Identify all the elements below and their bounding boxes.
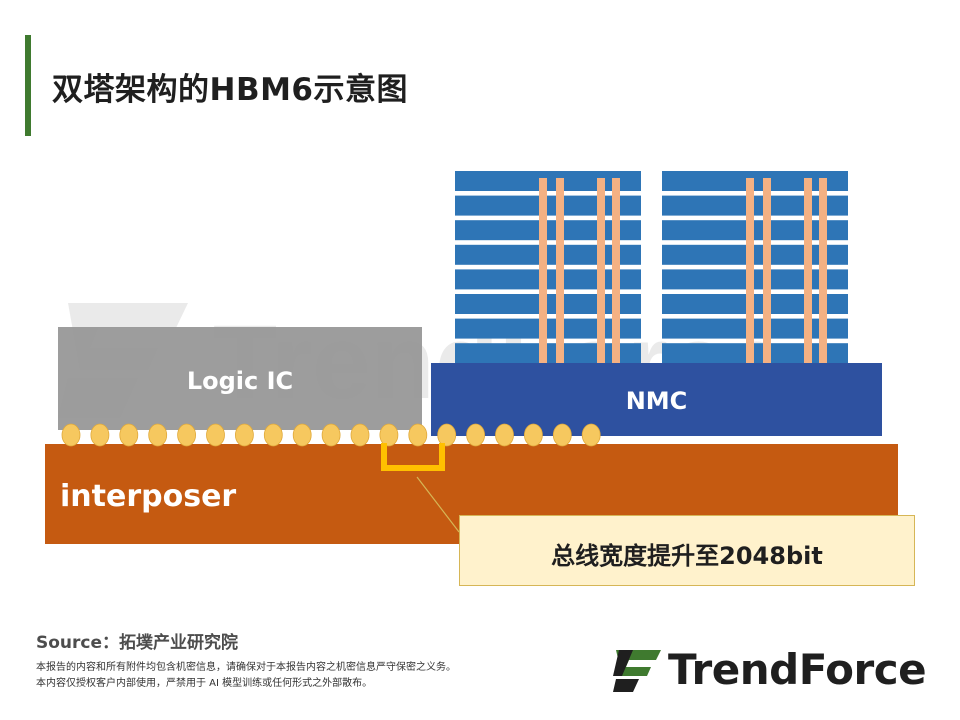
dram-layer [662,269,848,290]
micro-bump [379,423,399,447]
tsv-via [763,178,771,366]
source-separator: ： [102,633,120,653]
dram-layer [662,294,848,314]
dram-layer [662,195,848,216]
bus-width-callout-label: 总线宽度提升至2048bit [551,542,823,570]
dram-layer [455,244,641,265]
micro-bump [524,423,543,447]
micro-bump [177,423,197,447]
disclaimer-line-2: 本内容仅授权客户内部使用，严禁用于 AI 模型训练或任何形式之外部散布。 [36,678,373,689]
interposer-label: interposer [60,479,237,514]
trendforce-logo-icon [613,650,661,692]
dram-layer [662,244,848,265]
dram-layer [455,294,641,314]
micro-bump [408,423,428,447]
micro-bump [263,423,283,447]
dram-layer [455,269,641,290]
tsv-via [612,178,620,366]
page-title: 双塔架构的HBM6示意图 [52,72,408,108]
micro-bump [350,423,370,447]
micro-bump [234,423,254,447]
tsv-via [556,178,564,366]
micro-bump [466,423,486,447]
tsv-via [746,178,754,366]
micro-bump [90,423,110,447]
micro-bump [61,423,81,447]
tsv-via [539,178,547,366]
bus-width-highlight [381,443,445,471]
micro-bump [552,423,572,447]
dram-layer [455,318,641,339]
micro-bump [437,423,457,447]
dram-layer [455,171,641,191]
micro-bump [206,423,225,447]
source-line: Source：拓墣产业研究院 [36,628,238,653]
micro-bump [292,423,312,447]
dram-layer [662,318,848,339]
tsv-via [597,178,605,366]
title-accent-bar [25,35,31,136]
tsv-via [804,178,812,366]
dram-layer [455,343,641,364]
source-label: Source [36,633,103,653]
micro-bump [581,423,601,447]
source-value: 拓墣产业研究院 [119,633,239,653]
micro-bump [119,423,139,447]
logic-ic-label: Logic IC [186,367,294,395]
tsv-via [819,178,827,366]
dram-layer [455,220,641,241]
nmc-label: NMC [625,387,688,415]
bus-width-callout [459,515,915,586]
disclaimer-line-1: 本报告的内容和所有附件均包含机密信息，请确保对于本报告内容之机密信息严守保密之义… [36,662,456,673]
dram-layer [455,195,641,216]
dram-layer [662,343,848,364]
micro-bump [148,423,168,447]
micro-bump [321,423,341,447]
trendforce-logo-text: TrendForce [668,645,927,694]
dram-layer [662,220,848,241]
dram-layer [662,171,848,191]
micro-bump [495,423,514,447]
logic-ic-block [58,327,422,430]
